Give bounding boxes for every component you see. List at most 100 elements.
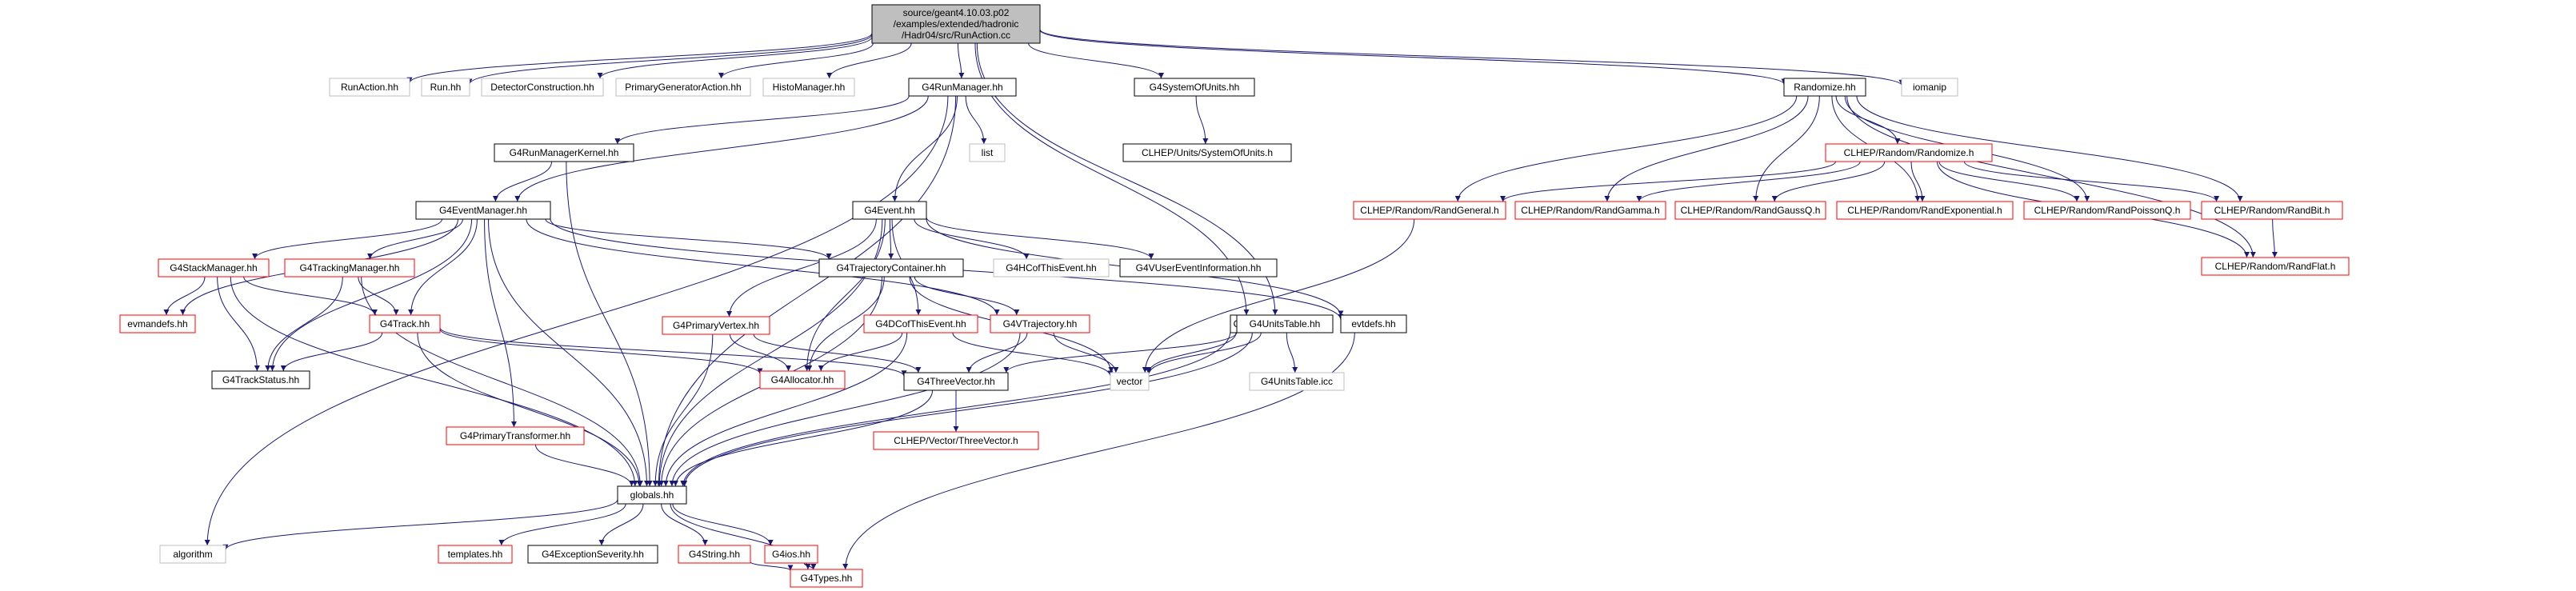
node-g4rmkernel[interactable]: G4RunManagerKernel.hh [494, 143, 634, 162]
node-g4vtraj[interactable]: G4VTrajectory.hh [990, 314, 1090, 333]
node-box [2201, 257, 2350, 276]
node-g4unitsicc[interactable]: G4UnitsTable.icc [1249, 372, 1345, 391]
node-g4trackstatus[interactable]: G4TrackStatus.hh [211, 370, 310, 389]
node-box [1783, 78, 1866, 97]
node-g4trackingman[interactable]: G4TrackingManager.hh [284, 258, 415, 278]
node-g4unitstable[interactable]: G4UnitsTable.hh [1236, 314, 1334, 333]
node-evtdefs[interactable]: evtdefs.hh [1340, 314, 1407, 333]
node-box [818, 258, 964, 278]
node-templates[interactable]: templates.hh [438, 545, 513, 564]
node-randpoissonq[interactable]: CLHEP/Random/RandPoissonQ.h [2023, 201, 2191, 220]
node-g4dcofthis[interactable]: G4DCofThisEvent.hh [863, 314, 978, 333]
node-box [1122, 143, 1292, 162]
node-label: G4EventManager.hh [439, 205, 527, 216]
node-g4hcofthis[interactable]: G4HCofThisEvent.hh [993, 258, 1110, 278]
node-g4sysunits[interactable]: G4SystemOfUnits.hh [1134, 78, 1255, 97]
node-detector[interactable]: DetectorConstruction.hh [481, 78, 604, 97]
node-randomize[interactable]: Randomize.hh [1783, 78, 1866, 97]
node-box [908, 78, 1017, 97]
edge-randomize-to-randgaussq [1753, 95, 1820, 202]
edge-g4eventman-to-g4trackstatus [269, 218, 473, 372]
node-g4exception[interactable]: G4ExceptionSeverity.hh [527, 545, 658, 564]
edge-g4vtraj-to-globals [669, 332, 1021, 487]
edge-g4trackingman-to-g4trackstatus [265, 276, 343, 372]
edge-g4eventman-to-g4primtrans [484, 218, 517, 428]
node-g4string[interactable]: G4String.hh [678, 545, 751, 564]
edge-clheprandomize-to-randgaussq [1771, 161, 1886, 202]
node-clheprandomize[interactable]: CLHEP/Random/Randomize.h [1825, 143, 1993, 162]
node-g4eventman[interactable]: G4EventManager.hh [415, 201, 551, 220]
node-root[interactable]: source/geant4.10.03.p02/examples/extende… [871, 4, 1041, 44]
edge-globals-to-g4ios [672, 503, 774, 546]
node-box [158, 258, 270, 278]
node-label: G4VTrajectory.hh [1003, 318, 1078, 329]
node-randgaussq[interactable]: CLHEP/Random/RandGaussQ.h [1674, 201, 1826, 220]
node-box [871, 4, 1041, 44]
node-g4allocator[interactable]: G4Allocator.hh [759, 370, 846, 389]
node-g4track[interactable]: G4Track.hh [369, 314, 441, 333]
node-label: DetectorConstruction.hh [490, 82, 594, 93]
node-label: G4PrimaryVertex.hh [673, 320, 759, 331]
edge-g4rmkernel-to-g4eventman [492, 161, 553, 202]
node-g4vuserevent[interactable]: G4VUserEventInformation.hh [1119, 258, 1278, 278]
edge-g4unitstable-to-g4unitsicc [1286, 332, 1298, 373]
node-primgen[interactable]: PrimaryGeneratorAction.hh [615, 78, 751, 97]
node-label: vector [1117, 376, 1143, 387]
node-box [1825, 143, 1993, 162]
node-runaction[interactable]: RunAction.hh [329, 78, 410, 97]
node-randexp[interactable]: CLHEP/Random/RandExponential.h [1836, 201, 2014, 220]
node-g4primvertex[interactable]: G4PrimaryVertex.hh [662, 316, 770, 335]
edge-g4runman-to-globals [655, 95, 957, 487]
edge-root-to-g4runman [957, 42, 965, 79]
node-g4trajcont[interactable]: G4TrajectoryContainer.hh [818, 258, 964, 278]
node-clhepunits[interactable]: CLHEP/Units/SystemOfUnits.h [1122, 143, 1292, 162]
edge-root-to-runaction [406, 33, 873, 83]
edge-g4trackingman-to-g4track [358, 276, 399, 316]
node-randbit[interactable]: CLHEP/Random/RandBit.h [2201, 201, 2343, 220]
edge-randomize-to-randflat [1846, 95, 2256, 258]
node-g4event[interactable]: G4Event.hh [852, 201, 927, 220]
edge-g4eventman-to-g4trajcont [545, 218, 832, 260]
node-box [762, 78, 855, 97]
node-g4types[interactable]: G4Types.hh [790, 569, 863, 588]
node-label: globals.hh [630, 489, 674, 501]
node-label: G4StackManager.hh [170, 262, 257, 274]
node-label: Randomize.hh [1794, 82, 1855, 93]
node-list[interactable]: list [969, 143, 1006, 162]
node-label: G4RunManagerKernel.hh [510, 147, 619, 158]
edge-root-to-iomanip [1039, 29, 1905, 86]
node-box [1236, 314, 1334, 333]
node-run[interactable]: Run.hh [421, 78, 470, 97]
node-algorithm[interactable]: algorithm [159, 545, 226, 564]
node-g4runman[interactable]: G4RunManager.hh [908, 78, 1017, 97]
node-box [2201, 201, 2343, 220]
edge-globals-to-g4exception [598, 503, 644, 546]
node-randgeneral[interactable]: CLHEP/Random/RandGeneral.h [1353, 201, 1506, 220]
node-randflat[interactable]: CLHEP/Random/RandFlat.h [2201, 257, 2350, 276]
edge-g4primvertex-to-g4threevec [753, 333, 922, 373]
node-g4ios[interactable]: G4ios.hh [764, 545, 818, 564]
node-vector[interactable]: vector [1110, 372, 1150, 391]
edge-clheprandomize-to-randexp [1910, 161, 1926, 202]
node-randgamma[interactable]: CLHEP/Random/RandGamma.h [1514, 201, 1666, 220]
node-box [615, 78, 751, 97]
node-label: G4HCofThisEvent.hh [1006, 262, 1096, 274]
edge-g4track-to-globals [417, 332, 642, 487]
edge-clheprandomize-to-randgamma [1636, 161, 1861, 202]
edge-g4runman-to-g4rmkernel [614, 95, 910, 145]
node-label: HistoManager.hh [773, 82, 846, 93]
node-histo[interactable]: HistoManager.hh [762, 78, 855, 97]
node-label: CLHEP/Random/RandPoissonQ.h [2034, 205, 2181, 216]
node-box [969, 143, 1006, 162]
edge-g4ios-to-g4types [803, 562, 817, 570]
node-g4threevec[interactable]: G4ThreeVector.hh [903, 372, 1009, 391]
edge-globals-to-algorithm [222, 499, 618, 550]
node-globals[interactable]: globals.hh [617, 485, 687, 505]
node-g4primtrans[interactable]: G4PrimaryTransformer.hh [446, 426, 585, 445]
node-g4stackman[interactable]: G4StackManager.hh [158, 258, 270, 278]
node-clhepthreevec[interactable]: CLHEP/Vector/ThreeVector.h [873, 431, 1039, 450]
node-evmandefs[interactable]: evmandefs.hh [119, 314, 196, 333]
node-box [764, 545, 818, 564]
node-iomanip[interactable]: iomanip [1901, 78, 1958, 97]
